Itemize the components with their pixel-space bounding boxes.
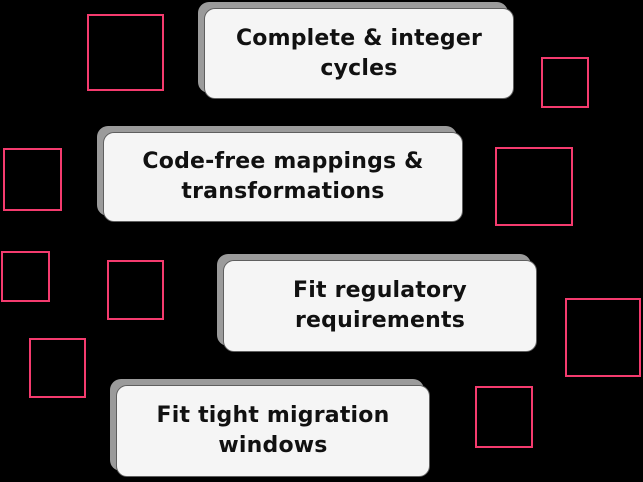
decor-square: [29, 338, 86, 398]
decor-square: [3, 148, 62, 211]
benefit-card-fit-tight-migration-windows: Fit tight migration windows: [116, 385, 430, 477]
card-label-line: windows: [218, 433, 328, 458]
card-label: Fit tight migration windows: [149, 401, 398, 461]
card-label-line: requirements: [294, 308, 465, 333]
card-label-line: transformations: [181, 179, 385, 204]
card-label: Code-free mappings & transformations: [134, 147, 431, 207]
card-label-line: Fit regulatory: [293, 278, 467, 303]
decor-square: [495, 147, 573, 226]
card-label-line: Complete & integer: [235, 25, 483, 51]
benefit-card-complete-integer-cycles: Complete & integer cycles: [204, 8, 514, 99]
decor-square: [1, 251, 50, 302]
card-label: Complete & integer cycles: [228, 24, 490, 84]
card-label-line: Code-free mappings &: [142, 149, 424, 174]
card-label-line: Fit tight migration: [156, 403, 390, 428]
benefit-card-code-free-mappings: Code-free mappings & transformations: [103, 132, 463, 222]
card-label: Fit regulatory requirements: [285, 276, 475, 336]
benefit-card-fit-regulatory-requirements: Fit regulatory requirements: [223, 260, 537, 352]
decor-square: [565, 298, 641, 377]
decor-square: [475, 386, 533, 448]
decor-square: [87, 14, 164, 91]
card-label-line: cycles: [320, 55, 398, 81]
decor-square: [107, 260, 164, 320]
decor-square: [541, 57, 589, 108]
